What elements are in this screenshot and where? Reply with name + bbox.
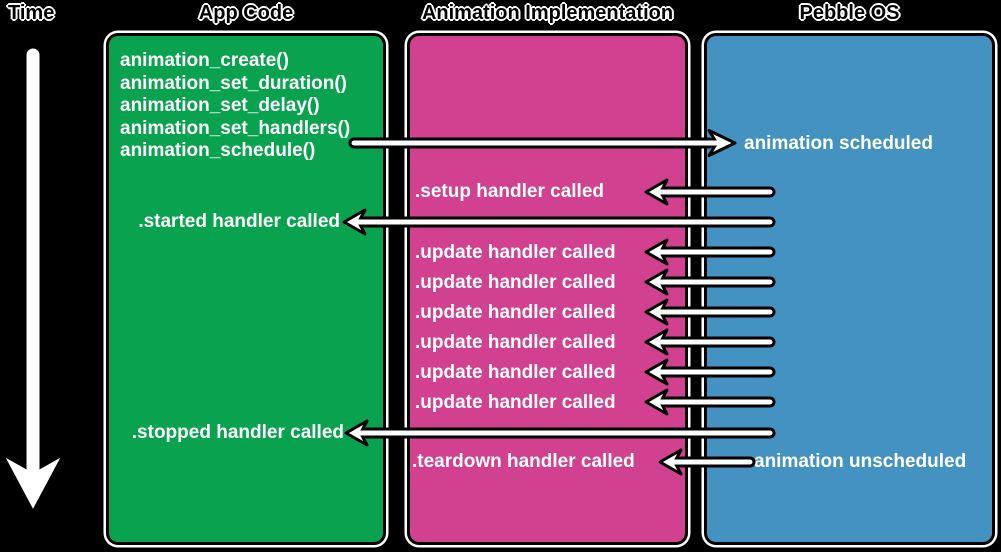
call-animation-create: animation_create()	[120, 50, 289, 71]
update-handler-label: .update handler called	[415, 272, 616, 293]
column-header-animation-implementation: Animation Implementation	[421, 2, 674, 24]
app-code-call-list: animation_create() animation_set_duratio…	[120, 50, 350, 163]
stopped-handler-label: .stopped handler called	[131, 422, 344, 443]
arrow-time	[0, 45, 66, 514]
arrow-update-handler-3	[644, 298, 776, 326]
update-handler-label: .update handler called	[415, 242, 616, 263]
arrow-update-handler-5	[644, 358, 776, 386]
update-handler-label: .update handler called	[415, 302, 616, 323]
arrow-stopped-handler	[344, 419, 776, 447]
arrow-update-handler-2	[644, 268, 776, 296]
arrow-schedule-to-scheduled	[348, 129, 737, 157]
setup-handler-label: .setup handler called	[415, 181, 604, 202]
app-code-box	[106, 33, 386, 545]
teardown-handler-label: .teardown handler called	[412, 451, 635, 472]
update-handler-label: .update handler called	[415, 392, 616, 413]
call-animation-set-duration: animation_set_duration()	[120, 72, 347, 94]
animation-unscheduled-label: animation unscheduled	[754, 451, 967, 472]
call-animation-schedule: animation_schedule()	[120, 140, 316, 161]
arrow-teardown-handler	[658, 448, 756, 476]
column-header-app-code: App Code	[198, 2, 294, 24]
arrow-setup-handler	[644, 178, 776, 206]
animation-scheduled-label: animation scheduled	[744, 133, 933, 154]
arrow-update-handler-1	[644, 238, 776, 266]
animation-implementation-box	[407, 33, 688, 545]
update-handler-label: .update handler called	[415, 362, 616, 383]
update-handler-label: .update handler called	[415, 332, 616, 353]
arrow-started-handler	[342, 208, 776, 236]
arrow-update-handler-4	[644, 328, 776, 356]
arrow-update-handler-6	[644, 388, 776, 416]
column-header-pebble-os: Pebble OS	[799, 2, 900, 24]
started-handler-label: .started handler called	[138, 211, 340, 232]
update-handler-list: .update handler called .update handler c…	[415, 238, 616, 418]
call-animation-set-delay: animation_set_delay()	[120, 95, 320, 116]
call-animation-set-handlers: animation_set_handlers()	[120, 117, 351, 139]
time-axis-label: Time	[8, 2, 55, 24]
